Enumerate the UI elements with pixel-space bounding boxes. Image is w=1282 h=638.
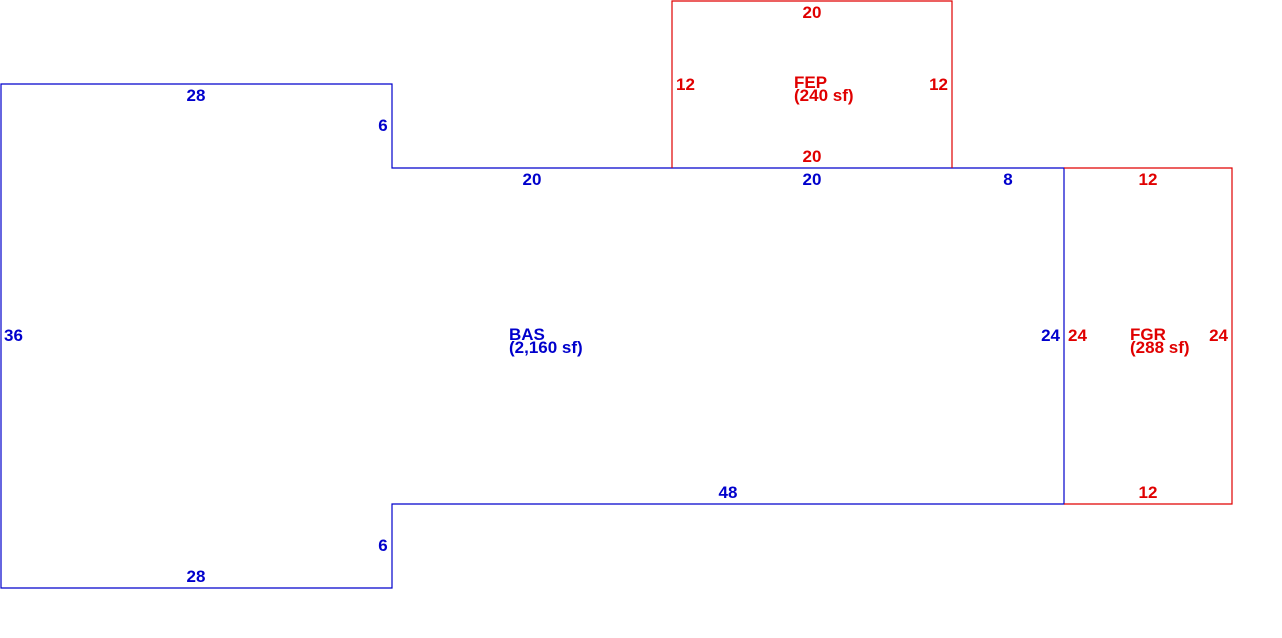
bas-dim-top-right: 8 [1003, 170, 1012, 189]
bas-area-code: BAS [509, 325, 545, 344]
fep-area-code: FEP [794, 73, 827, 92]
fep-dim-right: 12 [929, 75, 948, 94]
fgr-outline [1064, 167, 1233, 505]
bas-dim-top-center: 20 [803, 170, 822, 189]
fep-area-size: (240 sf) [794, 86, 854, 105]
fgr-area-size: (288 sf) [1130, 338, 1190, 357]
fep-dim-bottom: 20 [803, 147, 822, 166]
fgr-dim-bottom: 12 [1139, 483, 1158, 502]
fep-dim-left: 12 [676, 75, 695, 94]
fgr-dim-right: 24 [1209, 326, 1228, 345]
bas-dim-left: 36 [4, 326, 23, 345]
bas-dim-top-mid: 20 [523, 170, 542, 189]
bas-dim-bottom-left: 28 [187, 567, 206, 586]
bas-dim-right: 24 [1041, 326, 1060, 345]
fgr-area-code: FGR [1130, 325, 1166, 344]
fep-dim-top: 20 [803, 3, 822, 22]
bas-dim-left-upper-step: 6 [378, 116, 387, 135]
bas-dim-bottom-mid: 48 [719, 483, 738, 502]
bas-area-size: (2,160 sf) [509, 338, 583, 357]
fgr-dim-left: 24 [1068, 326, 1087, 345]
bas-dim-left-lower-step: 6 [378, 536, 387, 555]
bas-dim-top-left: 28 [187, 86, 206, 105]
fep-outline [671, 0, 953, 168]
fgr-dim-top: 12 [1139, 170, 1158, 189]
